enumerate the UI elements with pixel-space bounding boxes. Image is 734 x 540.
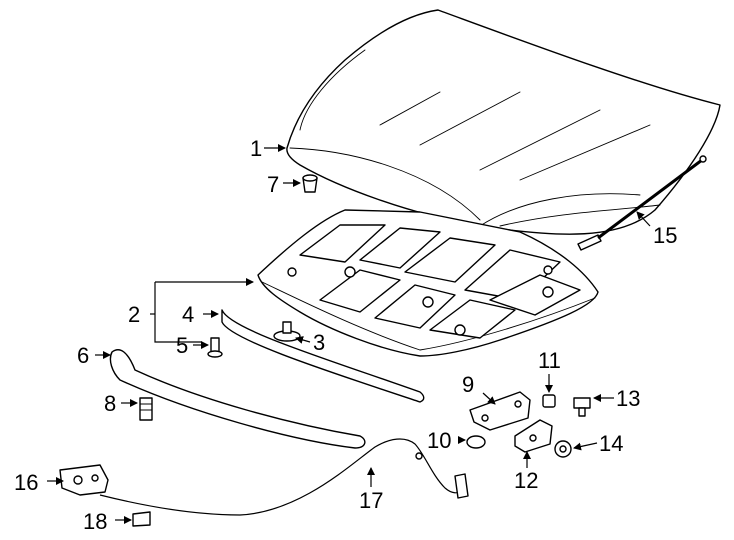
hood-seal xyxy=(109,349,366,449)
callout-9: 9 xyxy=(462,372,474,397)
callout-3: 3 xyxy=(313,330,325,355)
hood-inner-panel xyxy=(257,209,599,357)
leader-3 xyxy=(295,336,311,344)
push-pin-5 xyxy=(207,337,223,358)
callout-2: 2 xyxy=(128,302,140,327)
callout-4: 4 xyxy=(182,302,194,327)
push-pin-3 xyxy=(273,321,301,342)
callout-17: 17 xyxy=(359,488,383,513)
leader-14 xyxy=(573,442,598,451)
leader-9 xyxy=(482,392,496,405)
callout-12: 12 xyxy=(514,468,538,493)
hood-strut xyxy=(577,155,707,251)
callout-1: 1 xyxy=(250,136,262,161)
bolt-13 xyxy=(573,397,591,417)
bumper-8 xyxy=(139,397,153,421)
callout-18: 18 xyxy=(83,509,107,534)
front-seal xyxy=(221,309,425,403)
leader-15 xyxy=(636,211,651,227)
callout-10: 10 xyxy=(427,428,451,453)
callout-8: 8 xyxy=(104,391,116,416)
callout-13: 13 xyxy=(616,386,640,411)
callout-5: 5 xyxy=(176,333,188,358)
release-cable-17 xyxy=(99,438,469,516)
nut-14 xyxy=(554,440,572,458)
callout-labels: 1 7 2 4 3 5 6 8 9 10 11 12 13 14 15 16 1… xyxy=(14,136,677,534)
grommet-10 xyxy=(466,435,486,449)
bracket-2 xyxy=(154,282,202,343)
cap-11 xyxy=(542,394,556,408)
hood-latch-16 xyxy=(59,464,109,496)
latch-support-9 xyxy=(469,391,531,431)
callout-15: 15 xyxy=(653,223,677,248)
hood-panel xyxy=(286,9,721,235)
callout-leaders xyxy=(47,144,651,524)
latch-bracket-12 xyxy=(514,419,553,453)
callout-14: 14 xyxy=(599,431,623,456)
callout-7: 7 xyxy=(267,172,279,197)
callout-6: 6 xyxy=(77,343,89,368)
bumper-cushion-7 xyxy=(302,174,318,193)
callout-11: 11 xyxy=(538,348,561,373)
callout-16: 16 xyxy=(14,470,38,495)
clip-18 xyxy=(132,511,151,527)
